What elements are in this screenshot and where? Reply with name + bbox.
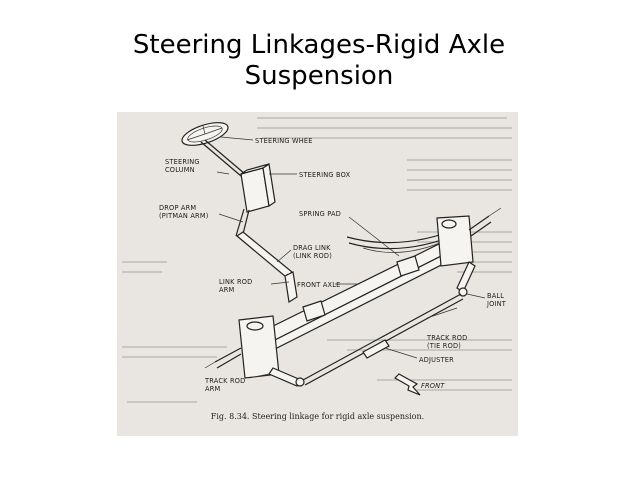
label-drag-link-2: (LINK ROD)	[293, 252, 332, 260]
label-drop-arm-2: (PITMAN ARM)	[159, 212, 209, 220]
figure-caption: Fig. 8.34. Steering linkage for rigid ax…	[210, 412, 425, 421]
label-link-rod-arm-2: ARM	[219, 286, 234, 294]
label-front-axle: FRONT AXLE	[297, 281, 341, 289]
spring-pad	[302, 255, 420, 322]
label-steering-column-2: COLUMN	[165, 166, 195, 174]
label-ball-joint-1: BALL	[487, 292, 504, 300]
label-steering-box: STEERING BOX	[299, 171, 351, 179]
slide-title: Steering Linkages-Rigid Axle Suspension	[60, 30, 578, 92]
label-steering-wheel: STEERING WHEE	[255, 137, 313, 145]
label-drop-arm-1: DROP ARM	[159, 204, 196, 212]
link-rod-arm	[284, 271, 298, 303]
label-front: FRONT	[421, 382, 445, 390]
label-link-rod-arm-1: LINK ROD	[219, 278, 252, 286]
label-ball-joint-2: JOINT	[486, 300, 507, 308]
label-track-rod-1: TRACK ROD	[426, 334, 467, 342]
label-track-rod-arm-2: ARM	[205, 385, 220, 393]
label-spring-pad: SPRING PAD	[299, 210, 341, 218]
label-track-rod-arm-1: TRACK ROD	[204, 377, 245, 385]
label-steering-column-1: STEERING	[165, 158, 200, 166]
label-drag-link-1: DRAG LINK	[293, 244, 331, 252]
steering-linkage-diagram: STEERING WHEE STEERING COLUMN STEERING B…	[122, 117, 512, 403]
leader-lines	[216, 136, 486, 379]
steering-column	[200, 139, 246, 177]
adjuster	[362, 339, 390, 359]
steering-box	[240, 162, 276, 213]
slide-title-line-1: Steering Linkages-Rigid Axle	[132, 30, 506, 60]
left-stub-axle	[204, 315, 280, 379]
right-stub-axle	[436, 207, 502, 267]
drag-link	[235, 231, 294, 283]
steering-linkage-figure: STEERING WHEE STEERING COLUMN STEERING B…	[117, 112, 518, 436]
slide-title-line-2: Suspension	[244, 61, 394, 91]
label-adjuster: ADJUSTER	[419, 356, 454, 364]
front-arrow-icon	[394, 373, 421, 396]
label-track-rod-2: (TIE ROD)	[427, 342, 461, 350]
